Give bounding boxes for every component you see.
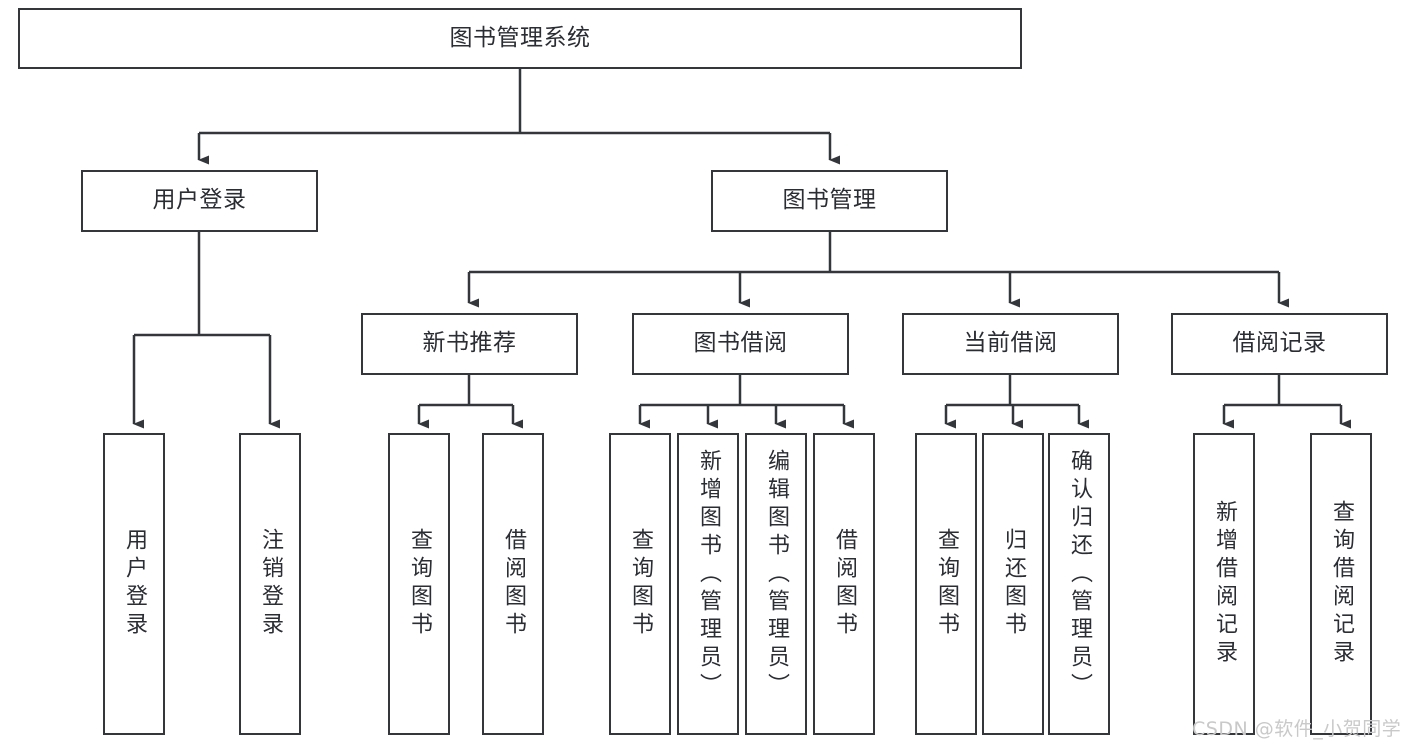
node-root[interactable]: 图书管理系统	[18, 8, 1022, 69]
node-borrow-record[interactable]: 借阅记录	[1171, 313, 1388, 375]
leaf-query-book-3[interactable]: 查询图书	[915, 433, 977, 735]
leaf-return-book-label: 归还图书	[1001, 528, 1026, 640]
leaf-borrow-book-2-label: 借阅图书	[832, 528, 857, 640]
leaf-logout-label: 注销登录	[258, 528, 283, 640]
leaf-user-login-label: 用户登录	[122, 528, 147, 640]
node-new-book-rec-label: 新书推荐	[422, 330, 517, 357]
leaf-query-book-1-label: 查询图书	[407, 528, 432, 640]
node-user-login[interactable]: 用户登录	[81, 170, 318, 232]
leaf-borrow-book-2[interactable]: 借阅图书	[813, 433, 875, 735]
leaf-return-book[interactable]: 归还图书	[982, 433, 1044, 735]
leaf-add-record[interactable]: 新增借阅记录	[1193, 433, 1255, 735]
node-user-login-label: 用户登录	[152, 187, 247, 214]
leaf-query-book-2[interactable]: 查询图书	[609, 433, 671, 735]
leaf-edit-book[interactable]: 编辑图书（管理员）	[745, 433, 807, 735]
node-current-borrow-label: 当前借阅	[963, 330, 1058, 357]
leaf-query-book-1[interactable]: 查询图书	[388, 433, 450, 735]
leaf-confirm-return-label: 确认归还（管理员）	[1067, 449, 1092, 701]
leaf-query-record[interactable]: 查询借阅记录	[1310, 433, 1372, 735]
node-root-label: 图书管理系统	[449, 24, 591, 51]
leaf-logout[interactable]: 注销登录	[239, 433, 301, 735]
node-new-book-rec[interactable]: 新书推荐	[361, 313, 578, 375]
leaf-user-login[interactable]: 用户登录	[103, 433, 165, 735]
leaf-add-book[interactable]: 新增图书（管理员）	[677, 433, 739, 735]
leaf-edit-book-label: 编辑图书（管理员）	[764, 449, 789, 701]
csdn-watermark: CSDN @软件_小贺同学	[1192, 718, 1402, 740]
leaf-borrow-book-1-label: 借阅图书	[501, 528, 526, 640]
leaf-confirm-return[interactable]: 确认归还（管理员）	[1048, 433, 1110, 735]
leaf-add-book-label: 新增图书（管理员）	[696, 449, 721, 701]
node-borrow-record-label: 借阅记录	[1232, 330, 1327, 357]
leaf-borrow-book-1[interactable]: 借阅图书	[482, 433, 544, 735]
node-book-borrow-label: 图书借阅	[693, 330, 788, 357]
node-book-manage[interactable]: 图书管理	[711, 170, 948, 232]
node-book-borrow[interactable]: 图书借阅	[632, 313, 849, 375]
leaf-query-record-label: 查询借阅记录	[1329, 500, 1354, 668]
node-book-manage-label: 图书管理	[782, 187, 877, 214]
node-current-borrow[interactable]: 当前借阅	[902, 313, 1119, 375]
leaf-query-book-2-label: 查询图书	[628, 528, 653, 640]
leaf-add-record-label: 新增借阅记录	[1212, 500, 1237, 668]
leaf-query-book-3-label: 查询图书	[934, 528, 959, 640]
